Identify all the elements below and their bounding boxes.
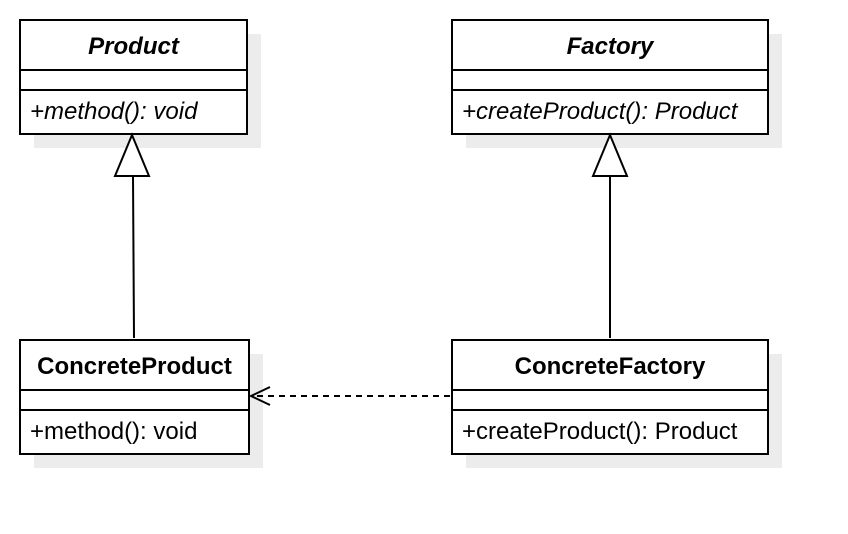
class-concrete-factory-name: ConcreteFactory <box>515 353 706 380</box>
class-concrete-product-frame <box>19 339 250 455</box>
class-product-method: +method(): void <box>30 98 198 125</box>
class-factory-frame <box>451 19 769 135</box>
class-product[interactable]: Product +method(): void <box>19 19 261 148</box>
open-arrowhead-icon <box>248 386 271 406</box>
class-concrete-factory-frame <box>451 339 769 455</box>
class-concrete-product-name: ConcreteProduct <box>37 353 232 380</box>
class-factory-method: +createProduct(): Product <box>462 98 739 125</box>
generalization-concrete-product-to-product[interactable] <box>113 132 151 339</box>
class-concrete-factory[interactable]: ConcreteFactory +createProduct(): Produc… <box>451 339 782 468</box>
dependency-concrete-factory-to-concrete-product[interactable] <box>248 386 450 406</box>
hollow-triangle-arrowhead-icon <box>591 132 629 177</box>
class-concrete-product[interactable]: ConcreteProduct +method(): void <box>19 339 263 468</box>
hollow-triangle-arrowhead-icon <box>113 132 151 177</box>
class-product-name: Product <box>88 33 180 60</box>
class-product-frame <box>19 19 248 135</box>
class-factory-name: Factory <box>567 33 655 60</box>
generalization-line <box>132 175 135 339</box>
class-factory[interactable]: Factory +createProduct(): Product <box>451 19 782 148</box>
generalization-concrete-factory-to-factory[interactable] <box>591 132 629 338</box>
class-concrete-factory-method: +createProduct(): Product <box>462 418 738 445</box>
class-concrete-product-method: +method(): void <box>30 418 197 445</box>
